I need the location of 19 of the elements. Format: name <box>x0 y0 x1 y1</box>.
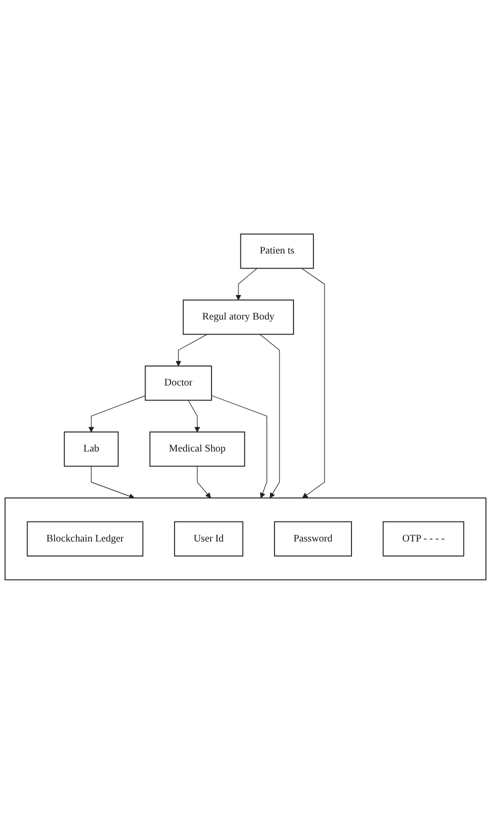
arrow <box>188 400 200 432</box>
node-box: User Id <box>174 521 244 557</box>
arrow <box>236 268 258 300</box>
arrow <box>196 466 211 498</box>
node-box: Patien ts <box>240 234 314 269</box>
arrow <box>301 268 325 498</box>
node-box: Password <box>274 521 352 557</box>
arrow <box>259 334 280 498</box>
arrow <box>90 466 135 499</box>
node-box: Lab <box>64 432 119 467</box>
arrow <box>211 395 268 498</box>
node-box: Blockchain Ledger <box>26 521 144 557</box>
node-box: Medical Shop <box>149 432 246 467</box>
node-box: OTP - - - - <box>382 521 464 557</box>
node-box: Doctor <box>144 366 212 401</box>
arrow <box>176 334 208 366</box>
cluster <box>4 498 486 580</box>
arrow <box>88 395 146 432</box>
node-box: Regul atory Body <box>182 300 294 335</box>
